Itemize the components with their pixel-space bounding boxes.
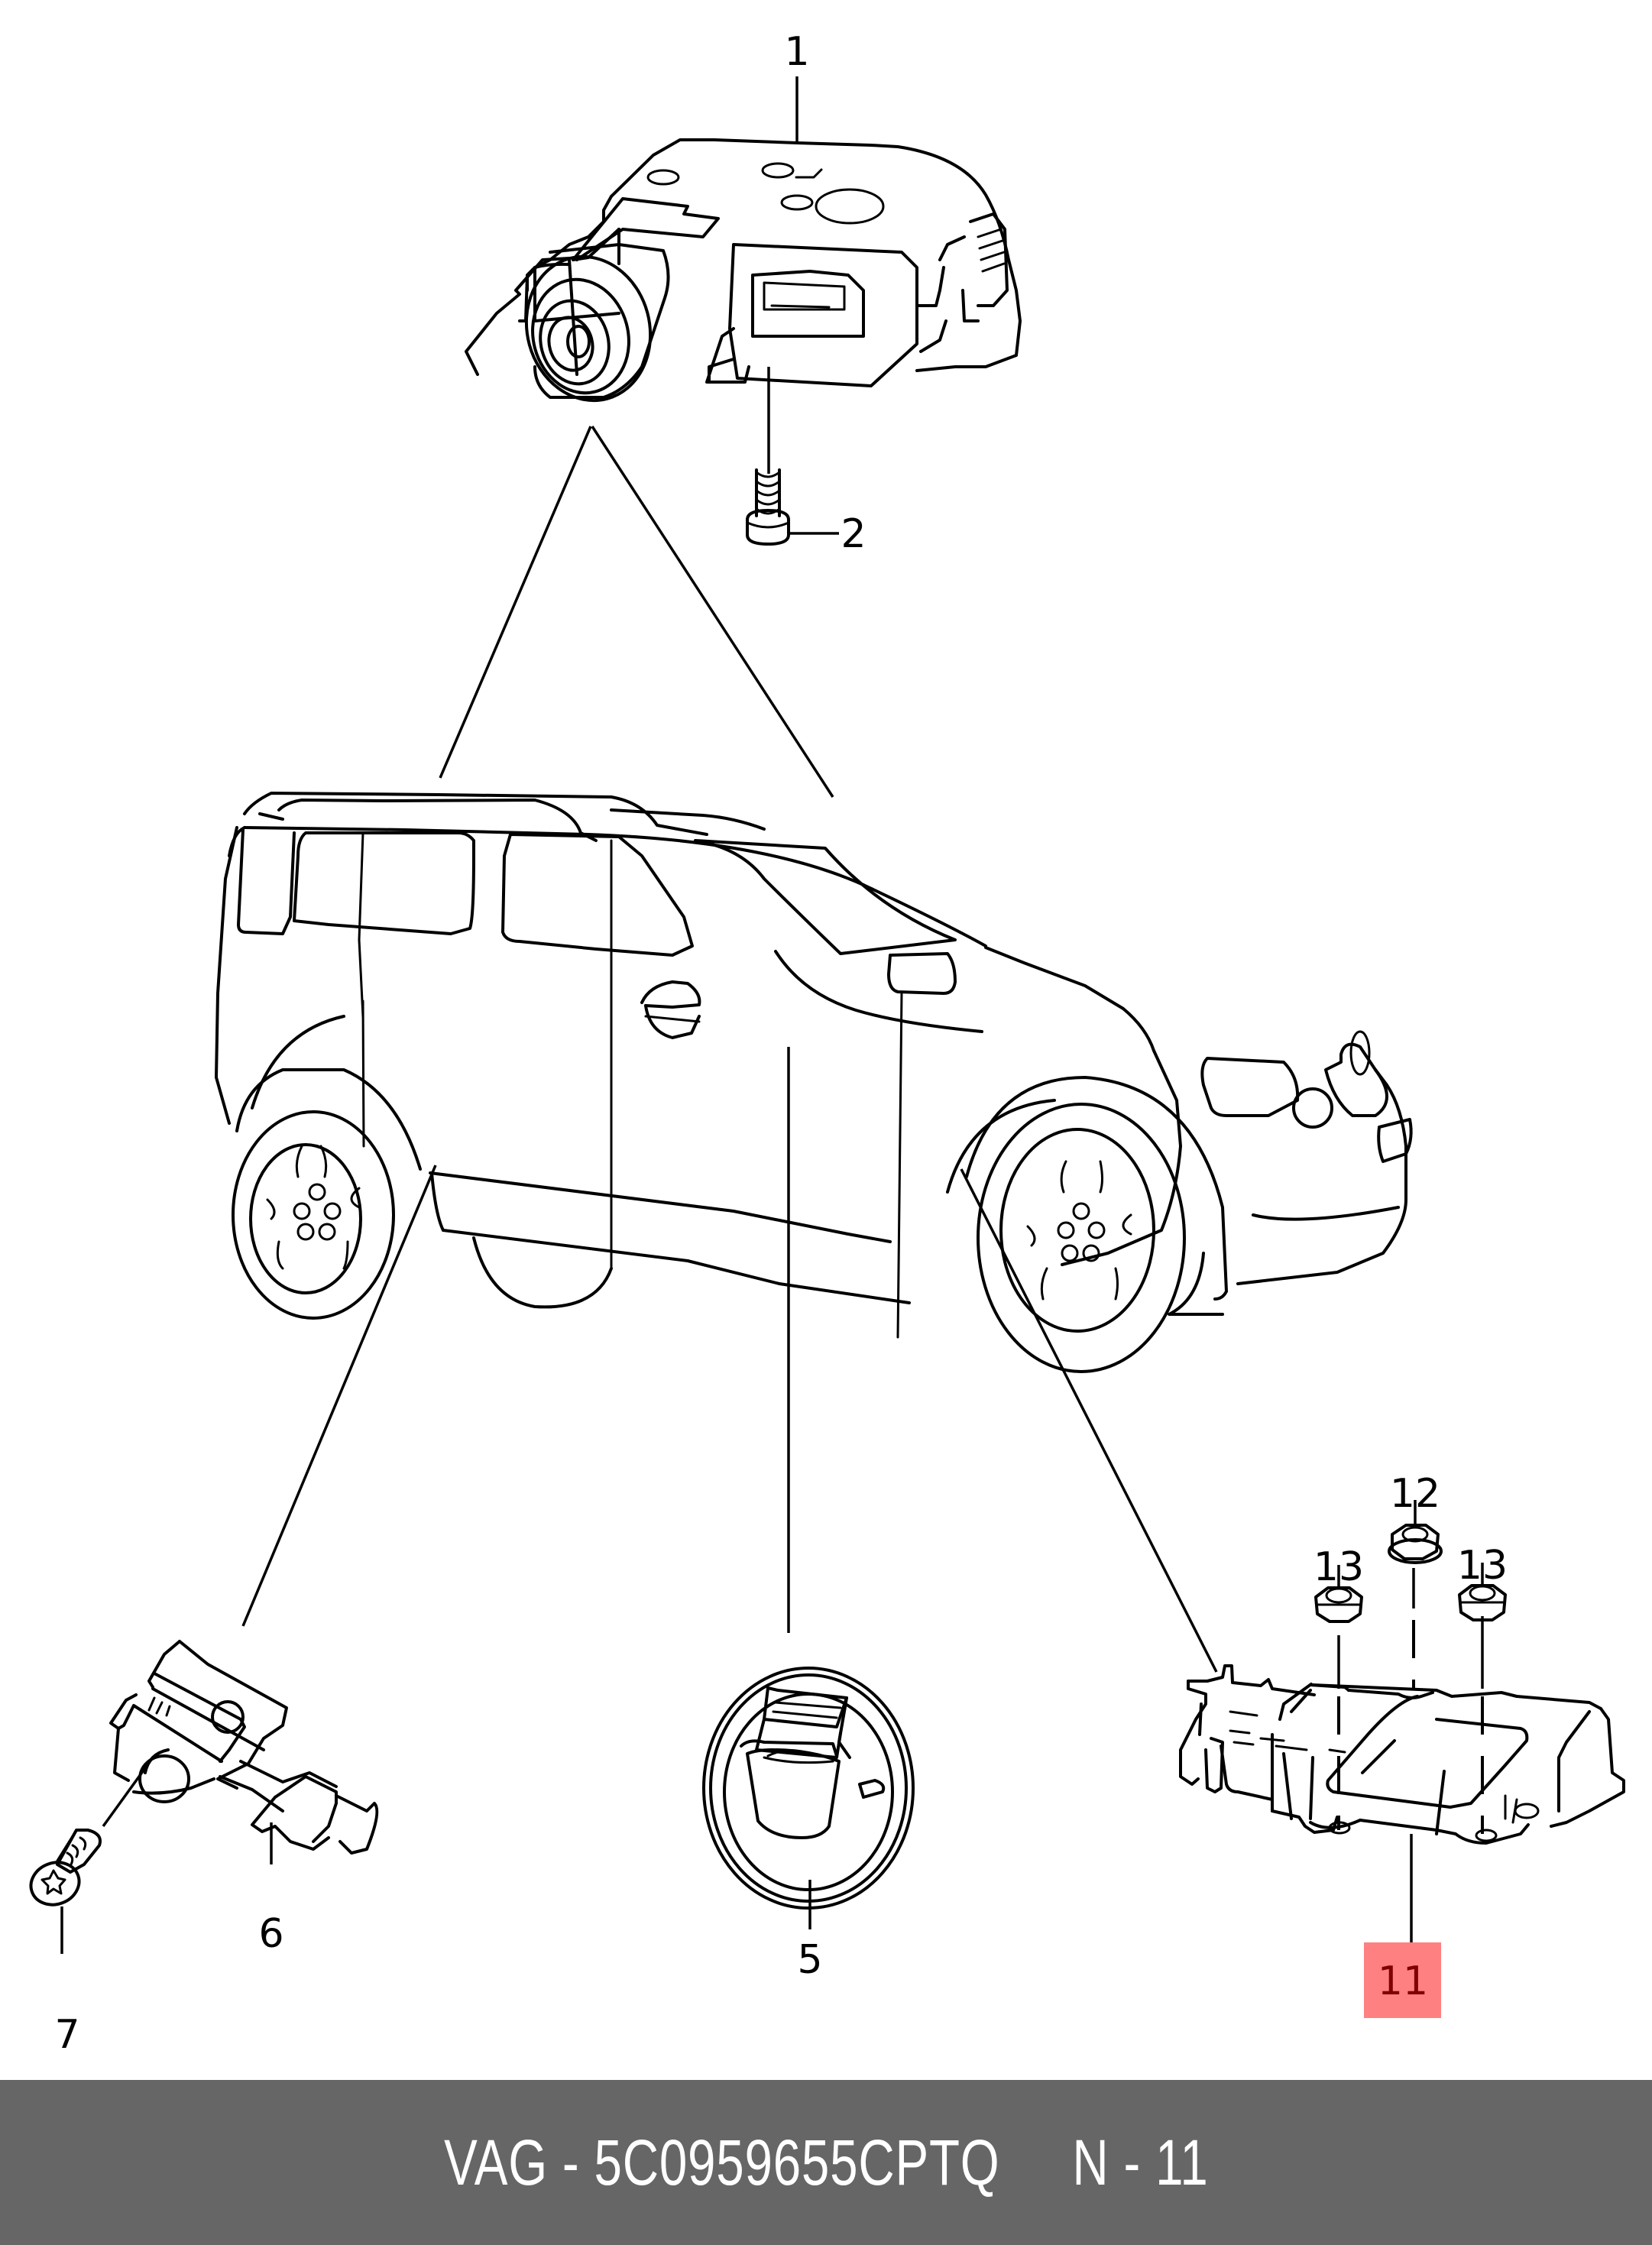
parts-diagram: 1 2 5 6 7 11 12 13 13	[25, 29, 1625, 2058]
callout-1: 1	[784, 29, 809, 75]
sensor-leader-lines	[241, 1047, 1218, 1673]
part-13-hex-nut-right[interactable]	[1458, 1563, 1507, 1834]
part-6-crash-sensor[interactable]	[102, 1640, 379, 1864]
part-11-control-unit[interactable]	[1179, 1664, 1625, 1945]
assembly-leader-lines	[439, 426, 834, 798]
callout-7: 7	[54, 2012, 79, 2058]
callout-labels: 1 2 5 6 7 11 12 13 13	[54, 29, 1508, 2058]
footer-bar: VAG - 5C0959655CPTQ N - 11	[0, 2080, 1652, 2245]
callout-13-left: 13	[1314, 1544, 1364, 1590]
part-12-flange-nut[interactable]	[1388, 1500, 1443, 1689]
callout-6: 6	[258, 1911, 283, 1957]
callout-13-right: 13	[1457, 1543, 1508, 1589]
part-1-actuator[interactable]	[465, 76, 1022, 414]
vehicle-outline	[215, 792, 1413, 1373]
callout-5: 5	[797, 1937, 822, 1983]
footer-part-number: VAG - 5C0959655CPTQ N - 11	[443, 2126, 1209, 2198]
part-7-torx-screw[interactable]	[25, 1829, 102, 1954]
part-13-hex-nut-left[interactable]	[1314, 1565, 1363, 1830]
callout-12: 12	[1390, 1471, 1440, 1517]
part-2-screw[interactable]	[746, 367, 839, 546]
callout-2: 2	[841, 511, 866, 557]
part-5-round-sensor[interactable]	[702, 1667, 915, 1929]
callout-11-highlight	[1364, 1942, 1441, 2018]
callout-11: 11	[1378, 1958, 1428, 2004]
